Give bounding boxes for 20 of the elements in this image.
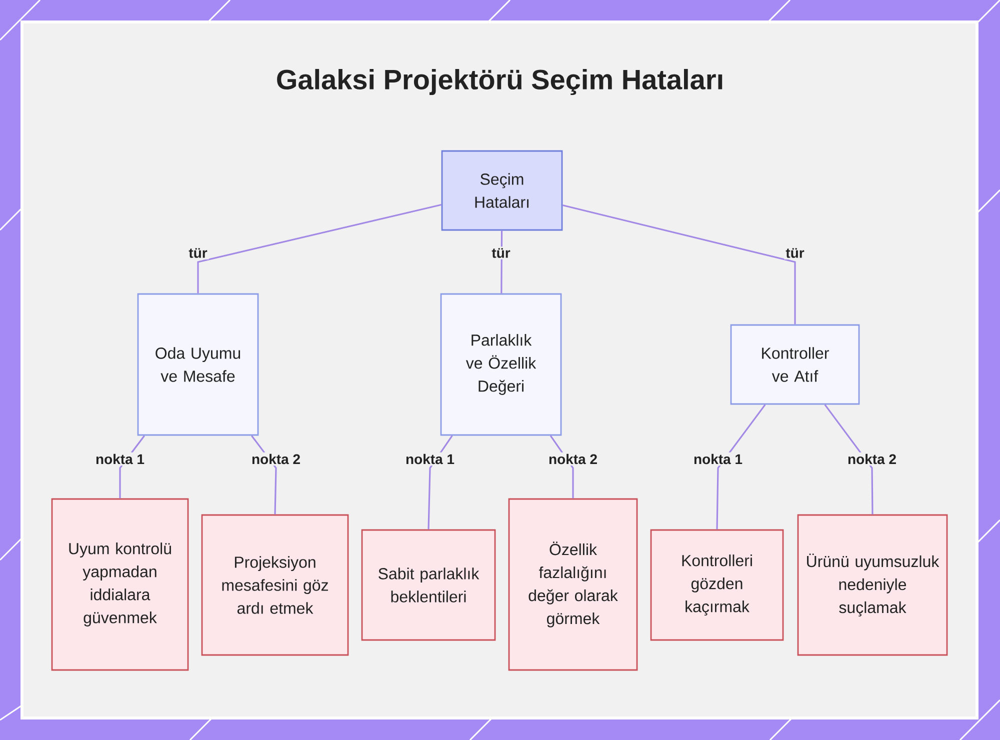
- edge-label: nokta 2: [250, 452, 302, 466]
- error-box: Sabit parlaklık beklentileri: [361, 529, 496, 641]
- category-box: Oda Uyumu ve Mesafe: [137, 293, 259, 436]
- edge-label: nokta 2: [846, 452, 898, 466]
- error-box: Uyum kontrolü yapmadan iddialara güvenmek: [51, 498, 189, 671]
- error-box: Ürünü uyumsuzluk nedeniyle suçlamak: [797, 514, 948, 656]
- error-box: Kontrolleri gözden kaçırmak: [650, 529, 784, 641]
- edge-label: tür: [784, 246, 806, 260]
- category-box: Parlaklık ve Özellik Değeri: [440, 293, 562, 436]
- edge-label: nokta 1: [404, 452, 456, 466]
- edge-label: tür: [490, 246, 512, 260]
- category-box: Seçim Hataları: [441, 150, 563, 231]
- edge-label: nokta 1: [94, 452, 146, 466]
- title: Galaksi Projektörü Seçim Hataları: [277, 68, 722, 96]
- category-box: Kontroller ve Atıf: [730, 324, 860, 405]
- edge-label: tür: [187, 246, 209, 260]
- error-box: Projeksiyon mesafesini göz ardı etmek: [201, 514, 349, 656]
- error-box: Özellik fazlalığını değer olarak görmek: [508, 498, 638, 671]
- edge-label: nokta 2: [547, 452, 600, 466]
- edge-label: nokta 1: [692, 452, 744, 466]
